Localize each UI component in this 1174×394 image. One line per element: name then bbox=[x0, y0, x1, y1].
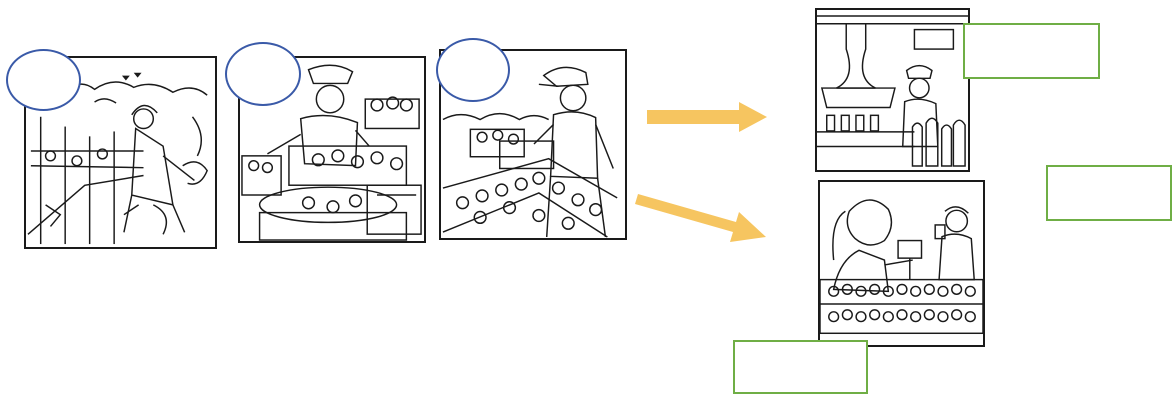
right-arrow-icon bbox=[647, 102, 767, 132]
scene-market-stall bbox=[818, 180, 985, 347]
step-bubble-2[interactable] bbox=[225, 42, 301, 106]
step-bubble-1[interactable] bbox=[6, 49, 81, 111]
bottling-factory-illustration bbox=[817, 10, 968, 170]
step-bubble-3[interactable] bbox=[436, 38, 510, 102]
answer-box-extra[interactable] bbox=[1046, 165, 1172, 221]
diagonal-arrow-icon bbox=[638, 182, 768, 244]
market-stall-illustration bbox=[820, 182, 983, 345]
scene-bottling-factory bbox=[815, 8, 970, 172]
answer-box-bottling[interactable] bbox=[963, 23, 1100, 79]
answer-box-market[interactable] bbox=[733, 340, 868, 394]
